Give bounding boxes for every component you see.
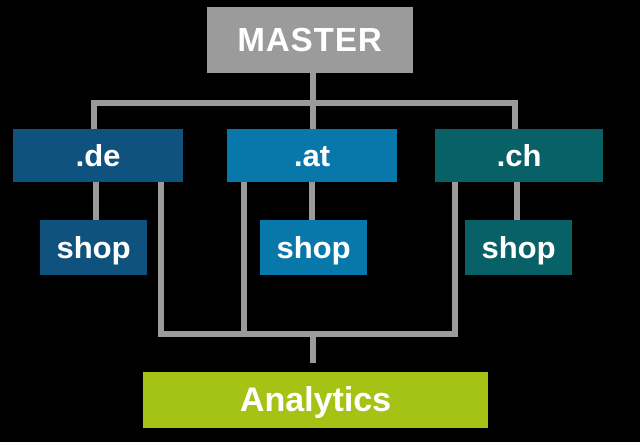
node-shop-ch: shop: [465, 220, 572, 275]
node-shop-de-label: shop: [56, 229, 131, 265]
connector-top-horizontal: [91, 100, 518, 106]
node-master-label: MASTER: [237, 21, 383, 58]
node-ch-label: .ch: [496, 137, 542, 173]
connector-de-to-shop: [93, 182, 99, 220]
connector-at-to-shop: [309, 182, 315, 220]
connector-ch-to-analytics: [452, 182, 458, 337]
node-shop-at-label: shop: [276, 229, 351, 265]
connector-drop-to-analytics: [310, 331, 316, 363]
connector-drop-to-de: [91, 100, 97, 130]
node-master: MASTER: [207, 7, 413, 73]
node-de: .de: [13, 129, 183, 182]
node-ch: .ch: [435, 129, 603, 182]
node-analytics-label: Analytics: [239, 380, 392, 419]
connector-de-to-analytics: [158, 182, 164, 337]
connector-ch-to-shop: [514, 182, 520, 220]
node-analytics: Analytics: [143, 372, 488, 428]
connector-drop-to-ch: [512, 100, 518, 130]
node-shop-ch-label: shop: [481, 229, 556, 265]
connector-at-to-analytics: [241, 182, 247, 337]
node-de-label: .de: [75, 137, 121, 173]
connector-collector-horizontal: [158, 331, 458, 337]
node-at: .at: [227, 129, 397, 182]
node-shop-de: shop: [40, 220, 147, 275]
node-shop-at: shop: [260, 220, 367, 275]
node-at-label: .at: [293, 137, 331, 173]
